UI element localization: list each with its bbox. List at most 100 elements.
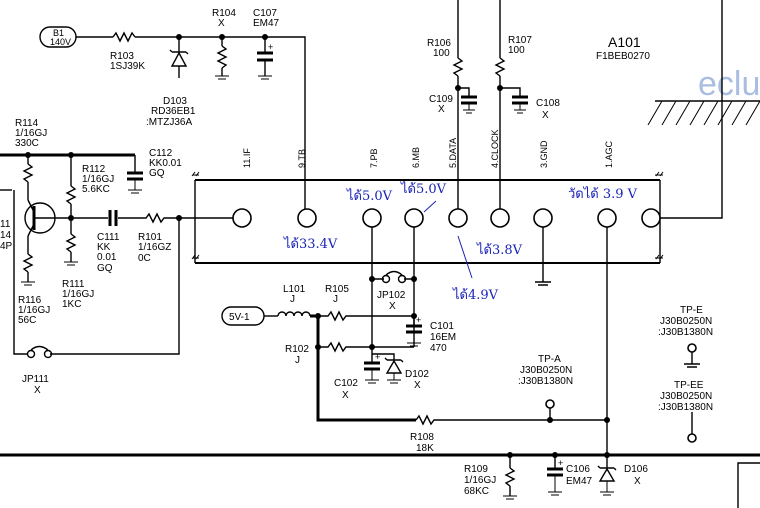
resistor-r106 <box>452 0 464 210</box>
r114-value: 1/16GJ <box>15 128 47 139</box>
measurement-agc: วัดได้ 3.9 V <box>568 186 638 202</box>
d102-value: X <box>414 380 421 391</box>
measurement-data-arrow <box>457 235 473 279</box>
edge-label-1: 11 <box>0 219 11 230</box>
tp-ee-value: J30B0250N <box>660 391 712 402</box>
c112-label: C112 <box>149 148 173 159</box>
d106-label: D106 <box>624 464 648 475</box>
r103-label: R103 <box>110 51 134 62</box>
capacitor-c111 <box>108 210 118 226</box>
wire-jp111 <box>13 190 180 355</box>
r111-alt: 1KC <box>62 299 81 310</box>
capacitor-c109 <box>458 87 477 114</box>
tp-e-label: TP-E <box>680 305 703 316</box>
c102-value: X <box>342 390 349 401</box>
tp-e-alt: :J30B1380N <box>658 327 713 338</box>
resistor-r112 <box>65 155 77 218</box>
r109-label: R109 <box>464 464 488 475</box>
c111-alt: 0.01 <box>97 252 117 263</box>
resistor-r116 <box>21 236 35 286</box>
pin-label-pb: 7.PB <box>369 148 379 168</box>
c106-label: C106 <box>566 464 590 475</box>
supply-5v-connector: 5V-1 <box>221 306 265 326</box>
resistor-r103 <box>112 31 136 43</box>
r106-label: R106 <box>427 38 451 49</box>
r101-alt: 0C <box>138 253 151 264</box>
pin-label-if: 11.IF <box>242 148 252 168</box>
resistor-r104 <box>215 37 229 80</box>
pin-label-tb: 9.TB <box>297 149 307 168</box>
pin-label-data: 5.DATA <box>448 138 458 168</box>
corner-box <box>737 462 760 508</box>
tp-ee-label: TP-EE <box>674 380 704 391</box>
capacitor-c102: + <box>364 347 380 384</box>
pin-label-agc: 1.AGC <box>604 140 614 168</box>
resistor-r107 <box>494 0 506 210</box>
c108-label: C108 <box>536 98 560 109</box>
wire-tb-supply <box>135 36 306 210</box>
c101-alt: 470 <box>430 343 447 354</box>
gnd-pin-ground <box>535 227 551 286</box>
jp111-label: JP111 <box>22 374 49 385</box>
r112-label: R112 <box>82 164 106 175</box>
b1-connector: B1 140V <box>39 26 77 48</box>
resistor-r109 <box>503 455 517 500</box>
tp-ee-alt: :J30B1380N <box>658 402 713 413</box>
c111-value: KK <box>97 242 111 253</box>
inductor-l101 <box>277 311 311 317</box>
resistor-r114 <box>22 155 34 200</box>
pin-label-mb: 6.MB <box>411 147 421 168</box>
r102-label: R102 <box>285 344 309 355</box>
pin-gnd <box>533 208 553 228</box>
resistor-r108 <box>415 414 607 426</box>
test-point-tp-ee <box>687 433 697 443</box>
tp-e-value: J30B0250N <box>660 316 712 327</box>
jp111-value: X <box>34 385 41 396</box>
r116-alt: 56C <box>18 315 36 326</box>
c107-label: C107 <box>253 8 277 19</box>
pin-data <box>448 208 468 228</box>
measurement-mb: ได้5.0V <box>400 181 447 197</box>
c102-label: C102 <box>334 378 358 389</box>
wire-bold-supply <box>310 314 416 422</box>
pin-mb <box>404 208 424 228</box>
svg-text:+: + <box>375 352 380 362</box>
pin-agc <box>597 208 617 228</box>
r107-value: 100 <box>508 45 525 56</box>
d103-value: RD36EB1 <box>151 106 196 117</box>
tp-a-label: TP-A <box>538 354 561 365</box>
measurement-mb-arrow <box>423 200 437 213</box>
r111-label: R111 <box>62 279 85 290</box>
measurement-pb: ได้5.0V <box>346 188 393 204</box>
r107-label: R107 <box>508 35 532 46</box>
capacitor-c106: + <box>547 455 563 496</box>
jp102-label: JP102 <box>377 290 406 301</box>
c112-alt: GQ <box>149 168 165 179</box>
r104-label: R104 <box>212 8 236 19</box>
r101-value: 1/16GZ <box>138 242 171 253</box>
c111-alt2: GQ <box>97 263 113 274</box>
pin-label-gnd: 3.GND <box>539 140 549 168</box>
module-part-label: F1BEB0270 <box>596 51 650 62</box>
d103-label: D103 <box>163 96 187 107</box>
d102-label: D102 <box>405 369 429 380</box>
r112-alt: 5.6KC <box>82 184 110 195</box>
test-point-tp-a <box>545 399 555 409</box>
c111-label: C111 <box>97 232 120 243</box>
c106-value: EM47 <box>566 476 593 487</box>
pin-label-clock: 4.CLOCK <box>490 129 500 168</box>
resistor-r105 <box>318 310 414 322</box>
edge-label-3: 4P <box>0 241 13 252</box>
c109-label: C109 <box>429 94 453 105</box>
tp-a-value: J30B0250N <box>520 365 572 376</box>
r108-value: 18K <box>416 443 434 454</box>
r116-value: 1/16GJ <box>18 305 50 316</box>
c109-value: X <box>438 104 445 115</box>
c108-value: X <box>542 110 549 121</box>
d106-value: X <box>634 476 641 487</box>
c107-value: EM47 <box>253 18 280 29</box>
r109-value: 1/16GJ <box>464 475 496 486</box>
pin-tb <box>297 208 317 228</box>
test-point-tp-e <box>687 343 697 353</box>
